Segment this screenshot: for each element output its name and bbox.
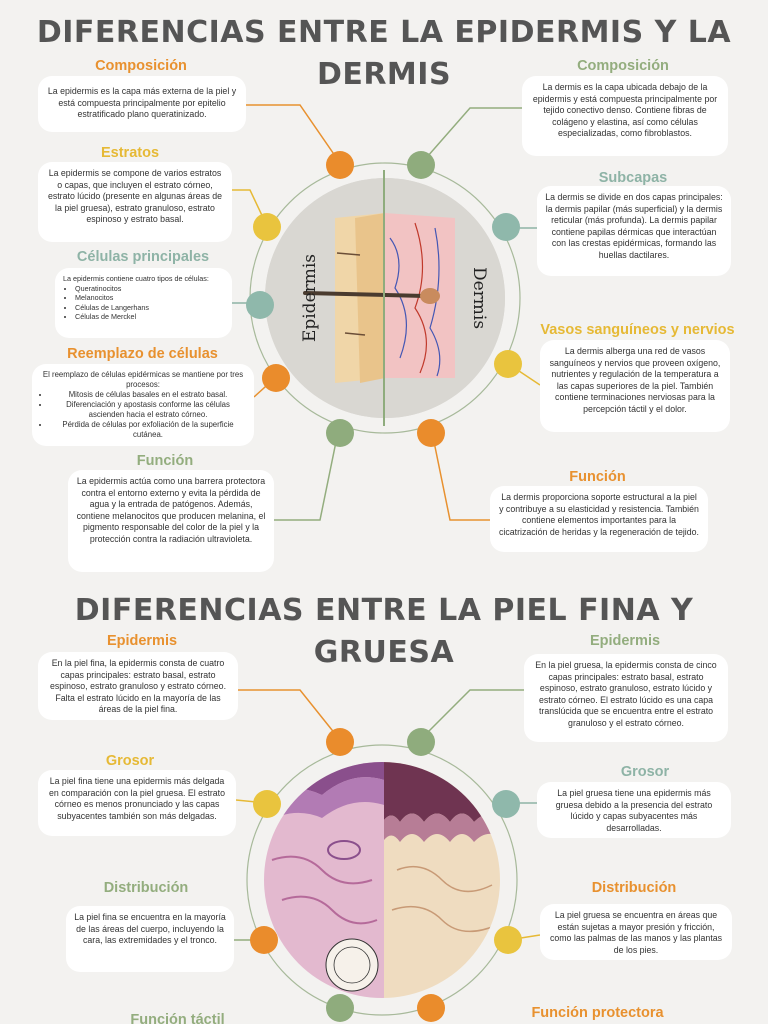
- celulas-item: Queratinocitos: [75, 284, 224, 294]
- reemplazo-item: Pérdida de células por exfoliación de la…: [50, 420, 246, 440]
- center-divider: [383, 170, 385, 426]
- section1-title-line2: DERMIS: [316, 57, 452, 92]
- card-distribucion-gruesa: La piel gruesa se encuentra en áreas que…: [540, 904, 732, 960]
- dot-funcion-right: [417, 419, 445, 447]
- celulas-intro: La epidermis contiene cuatro tipos de cé…: [63, 274, 209, 283]
- heading-grosor-gruesa: Grosor: [620, 764, 670, 780]
- card-distribucion-fina: La piel fina se encuentra en la mayoría …: [66, 906, 234, 972]
- section1-title: DIFERENCIAS ENTRE LA EPIDERMIS Y LA DERM…: [30, 12, 738, 96]
- card-funcion-right: La dermis proporciona soporte estructura…: [490, 486, 708, 552]
- card-grosor-fina: La piel fina tiene una epidermis más del…: [38, 770, 236, 836]
- card-epidermis-gruesa: En la piel gruesa, la epidermis consta d…: [524, 654, 728, 742]
- heading-estratos: Estratos: [100, 145, 160, 161]
- label-dermis: Dermis: [469, 266, 490, 330]
- reemplazo-item: Mitosis de células basales en el estrato…: [50, 390, 246, 400]
- label-epidermis: Epidermis: [300, 253, 321, 343]
- dot-composicion-right: [407, 151, 435, 179]
- dot-funcion-left: [326, 419, 354, 447]
- dot-epidermis-left: [326, 728, 354, 756]
- card-celulas: La epidermis contiene cuatro tipos de cé…: [55, 268, 232, 338]
- celulas-item: Células de Merckel: [75, 312, 224, 322]
- celulas-item: Melanocitos: [75, 293, 224, 303]
- skin-layers-illustration: [265, 178, 505, 418]
- dot-composicion-left: [326, 151, 354, 179]
- heading-vasos: Vasos sanguíneos y nervios: [540, 322, 735, 338]
- heading-reemplazo: Reemplazo de células: [67, 346, 218, 362]
- card-composicion-right: La dermis es la capa ubicada debajo de l…: [522, 76, 728, 156]
- dot-distribucion-left: [250, 926, 278, 954]
- section2-title: DIFERENCIAS ENTRE LA PIEL FINA Y GRUESA: [30, 590, 738, 674]
- heading-composicion-left: Composición: [95, 58, 187, 74]
- heading-funcion-right: Función: [569, 469, 626, 485]
- heading-celulas: Células principales: [76, 249, 210, 265]
- dot-distribucion-right: [494, 926, 522, 954]
- celulas-item: Células de Langerhans: [75, 303, 224, 313]
- card-funcion-left: La epidermis actúa como una barrera prot…: [68, 470, 274, 572]
- section1-title-line1: DIFERENCIAS ENTRE LA EPIDERMIS Y LA: [36, 15, 732, 50]
- section2-title-line1: DIFERENCIAS ENTRE LA PIEL FINA Y: [74, 593, 694, 628]
- heading-funcion-left: Función: [136, 453, 194, 469]
- dot-celulas: [246, 291, 274, 319]
- dot-grosor-right: [492, 790, 520, 818]
- heading-epidermis-fina: Epidermis: [106, 633, 178, 649]
- heading-funcion-tactil: Función táctil: [130, 1012, 225, 1024]
- card-subcapas: La dermis se divide en dos capas princip…: [537, 186, 731, 276]
- reemplazo-intro: El reemplazo de células epidérmicas se m…: [42, 370, 244, 389]
- heading-distribucion-fina: Distribución: [103, 880, 189, 896]
- heading-composicion-right: Composición: [577, 58, 669, 74]
- dot-epidermis-right: [407, 728, 435, 756]
- card-epidermis-fina: En la piel fina, la epidermis consta de …: [38, 652, 238, 720]
- heading-funcion-protectora: Función protectora: [531, 1005, 664, 1021]
- reemplazo-list: Mitosis de células basales en el estrato…: [40, 390, 246, 440]
- reemplazo-item: Diferenciación y apostasis conforme las …: [50, 400, 246, 420]
- heading-subcapas: Subcapas: [598, 170, 668, 186]
- dot-subcapas: [492, 213, 520, 241]
- dot-vasos: [494, 350, 522, 378]
- heading-grosor-fina: Grosor: [105, 753, 155, 769]
- card-estratos: La epidermis se compone de varios estrat…: [38, 162, 232, 242]
- card-reemplazo: El reemplazo de células epidérmicas se m…: [32, 364, 254, 446]
- celulas-list: Queratinocitos Melanocitos Células de La…: [63, 284, 224, 322]
- card-grosor-gruesa: La piel gruesa tiene una epidermis más g…: [537, 782, 731, 838]
- heading-distribucion-gruesa: Distribución: [591, 880, 677, 896]
- card-vasos: La dermis alberga una red de vasos sangu…: [540, 340, 730, 432]
- dot-estratos: [253, 213, 281, 241]
- skin-histology-illustration: [264, 762, 500, 998]
- heading-epidermis-gruesa: Epidermis: [589, 633, 661, 649]
- dot-funcion-protectora: [417, 994, 445, 1022]
- card-composicion-left: La epidermis es la capa más externa de l…: [38, 76, 246, 132]
- dot-funcion-tactil: [326, 994, 354, 1022]
- dot-reemplazo: [262, 364, 290, 392]
- section2-title-line2: GRUESA: [313, 635, 455, 670]
- dot-grosor-left: [253, 790, 281, 818]
